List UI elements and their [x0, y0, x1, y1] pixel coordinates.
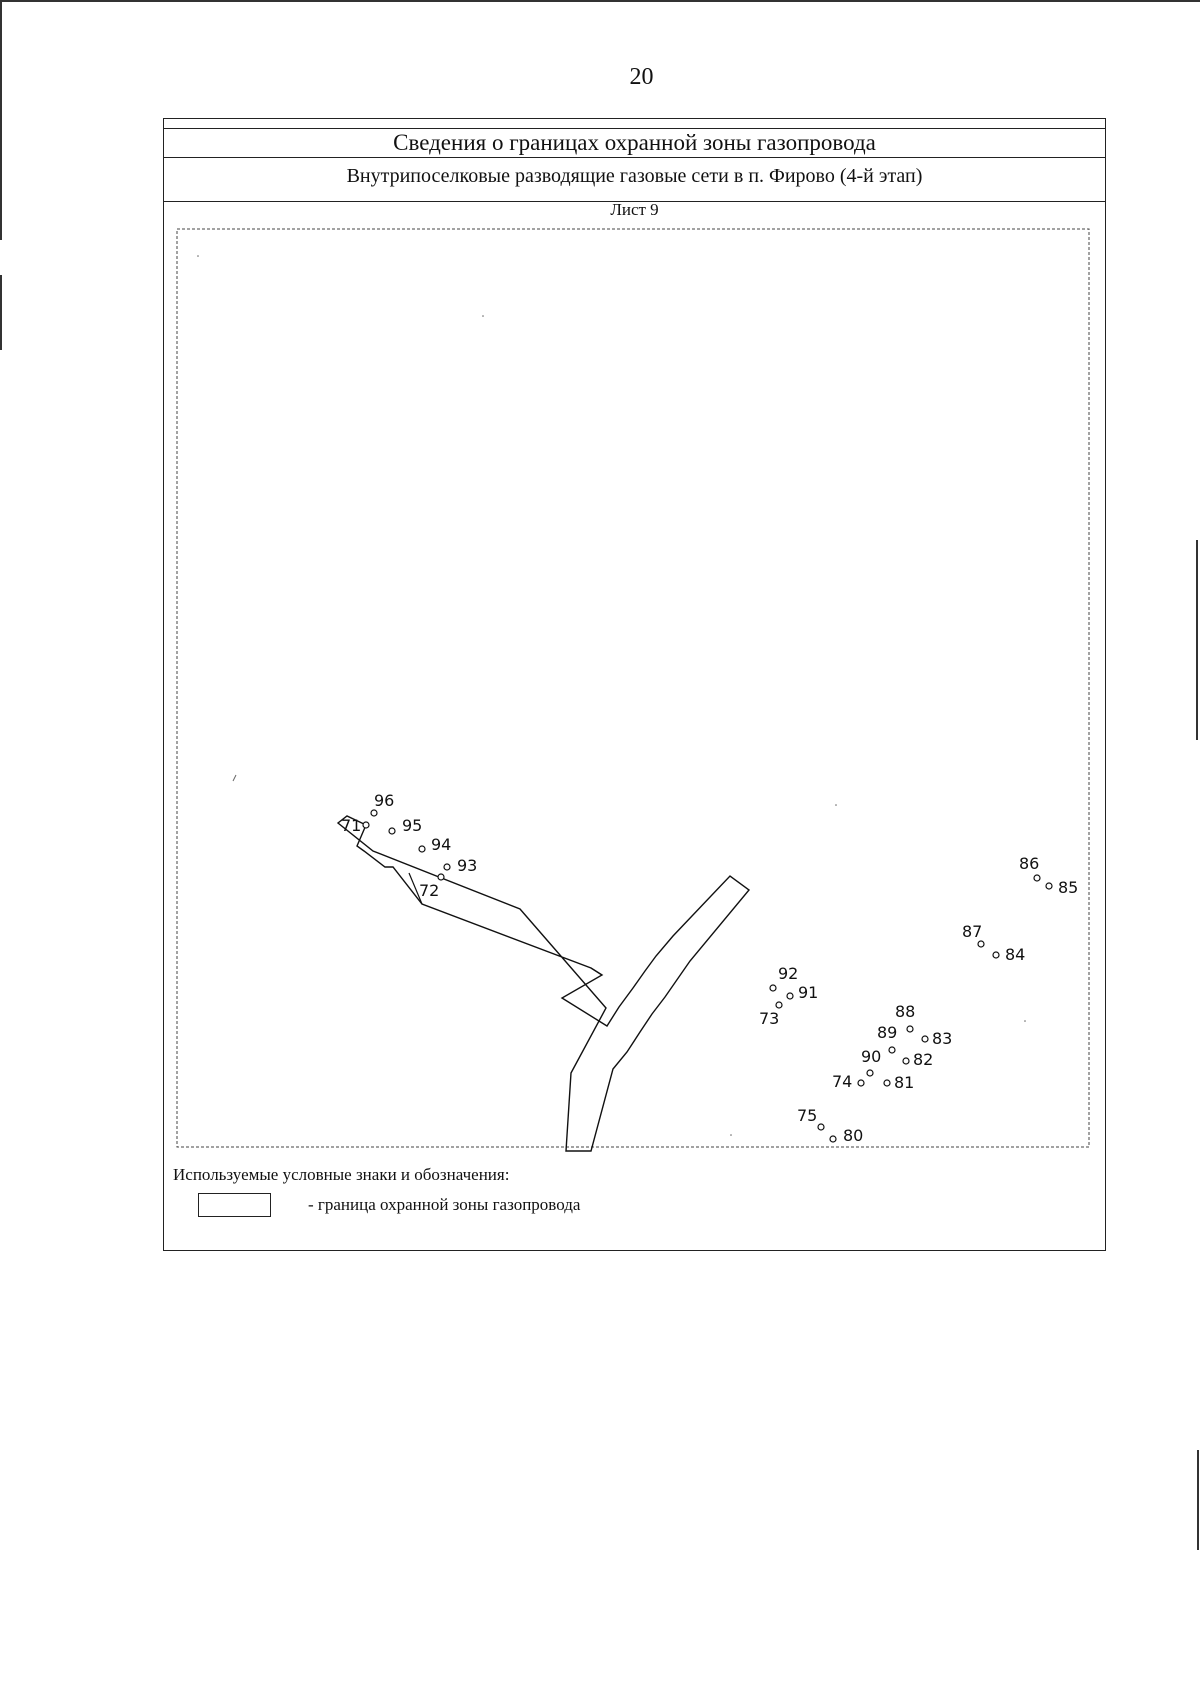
map-point-label: 75 — [797, 1106, 817, 1125]
map-point-marker — [418, 845, 426, 853]
map-point-marker — [1045, 882, 1053, 890]
map-point-marker — [906, 1025, 914, 1033]
map-point-label: 84 — [1005, 945, 1025, 964]
map-point-marker — [977, 940, 985, 948]
map-point-marker — [921, 1035, 929, 1043]
legend-item-zone-boundary: - граница охранной зоны газопровода — [198, 1192, 580, 1218]
map-point-marker — [992, 951, 1000, 959]
map-point-marker — [829, 1135, 837, 1143]
scan-speck — [1024, 1020, 1026, 1022]
map-point-label: 95 — [402, 816, 422, 835]
map-point-label: 86 — [1019, 854, 1039, 873]
map-point-marker — [362, 821, 370, 829]
scan-speck — [232, 774, 237, 782]
map-point-marker — [888, 1046, 896, 1054]
map-point-label: 93 — [457, 856, 477, 875]
map-point-label: 81 — [894, 1073, 914, 1092]
map-point-label: 88 — [895, 1002, 915, 1021]
legend-symbol-boundary — [198, 1193, 271, 1217]
map-point-label: 74 — [832, 1072, 852, 1091]
document-frame — [163, 118, 1106, 1251]
map-point-marker — [388, 827, 396, 835]
map-point-marker — [437, 873, 445, 881]
scan-edge-mark — [0, 0, 1200, 2]
map-point-label: 72 — [419, 881, 439, 900]
scan-edge-mark — [0, 0, 2, 240]
map-point-marker — [786, 992, 794, 1000]
map-point-marker — [769, 984, 777, 992]
map-point-label: 92 — [778, 964, 798, 983]
boundary-line — [590, 967, 603, 976]
map-point-label: 85 — [1058, 878, 1078, 897]
scan-speck — [482, 315, 484, 317]
protection-zone-boundary — [336, 815, 751, 1152]
map-point-label: 82 — [913, 1050, 933, 1069]
scan-speck — [197, 255, 199, 257]
map-point-marker — [443, 863, 451, 871]
map-point-label: 83 — [932, 1029, 952, 1048]
map-point-marker — [883, 1079, 891, 1087]
map-point-label: 80 — [843, 1126, 863, 1145]
scan-speck — [730, 1134, 732, 1136]
map-point-label: 94 — [431, 835, 451, 854]
page-number: 20 — [629, 64, 654, 90]
sheet-label: Лист 9 — [610, 200, 659, 219]
map-point-marker — [857, 1079, 865, 1087]
document-title: Сведения о границах охранной зоны газопр… — [164, 128, 1105, 158]
scan-edge-mark — [1196, 540, 1198, 740]
map-frame — [176, 228, 1090, 1148]
legend-title: Используемые условные знаки и обозначени… — [173, 1165, 510, 1184]
scan-edge-mark — [0, 275, 2, 350]
map-point-marker — [817, 1123, 825, 1131]
map-point-label: 91 — [798, 983, 818, 1002]
scan-speck — [835, 804, 837, 806]
map-point-label: 90 — [861, 1047, 881, 1066]
map-point-label: 96 — [374, 791, 394, 810]
map-point-marker — [1033, 874, 1041, 882]
map-point-marker — [866, 1069, 874, 1077]
map-point-marker — [370, 809, 378, 817]
map-point-label: 87 — [962, 922, 982, 941]
map-point-marker — [775, 1001, 783, 1009]
map-point-label: 89 — [877, 1023, 897, 1042]
map-point-label: 73 — [759, 1009, 779, 1028]
legend-item-text: - граница охранной зоны газопровода — [308, 1195, 581, 1214]
map-point-marker — [902, 1057, 910, 1065]
document-subtitle: Внутрипоселковые разводящие газовые сети… — [164, 158, 1105, 202]
boundary-line — [408, 872, 423, 905]
scan-edge-mark — [1197, 1450, 1199, 1550]
map-point-label: 71 — [341, 816, 361, 835]
